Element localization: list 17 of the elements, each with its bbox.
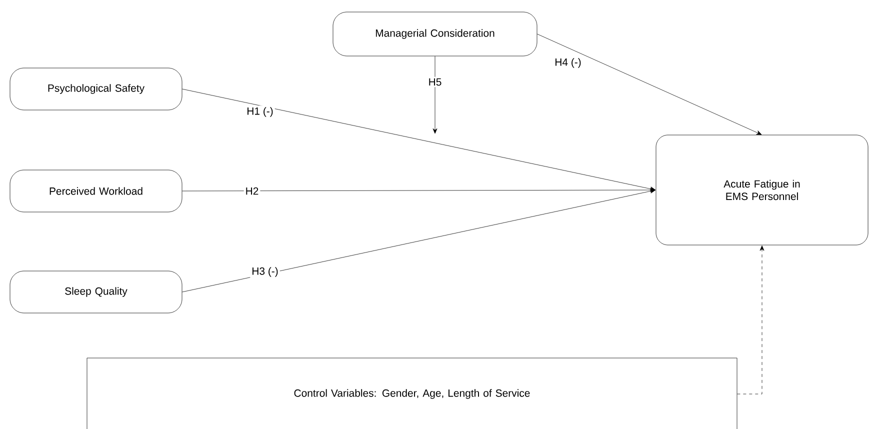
dashed-arrow — [737, 246, 764, 394]
construct-box: Perceived Workload — [10, 170, 182, 212]
arrow — [182, 88, 656, 192]
arrow — [432, 56, 438, 134]
edge-label: H3 (-) — [250, 266, 280, 278]
control-variables-box: Control Variables: Gender, Age, Length of Service — [86, 358, 738, 429]
construct-box: Sleep Quality — [10, 270, 182, 314]
arrow — [537, 34, 762, 135]
edge-label: H1 (-) — [245, 106, 275, 118]
edge-label: H2 — [244, 186, 260, 196]
construct-box: Managerial Consideration — [332, 12, 538, 56]
edge-label: H5 — [426, 76, 444, 88]
arrow — [182, 188, 656, 192]
edge-label: H4 (-) — [553, 56, 583, 70]
construct-box: Psychological Safety — [10, 68, 182, 110]
construct-box: Acute Fatigue in EMS Personnel — [656, 134, 868, 246]
arrow — [182, 188, 656, 292]
